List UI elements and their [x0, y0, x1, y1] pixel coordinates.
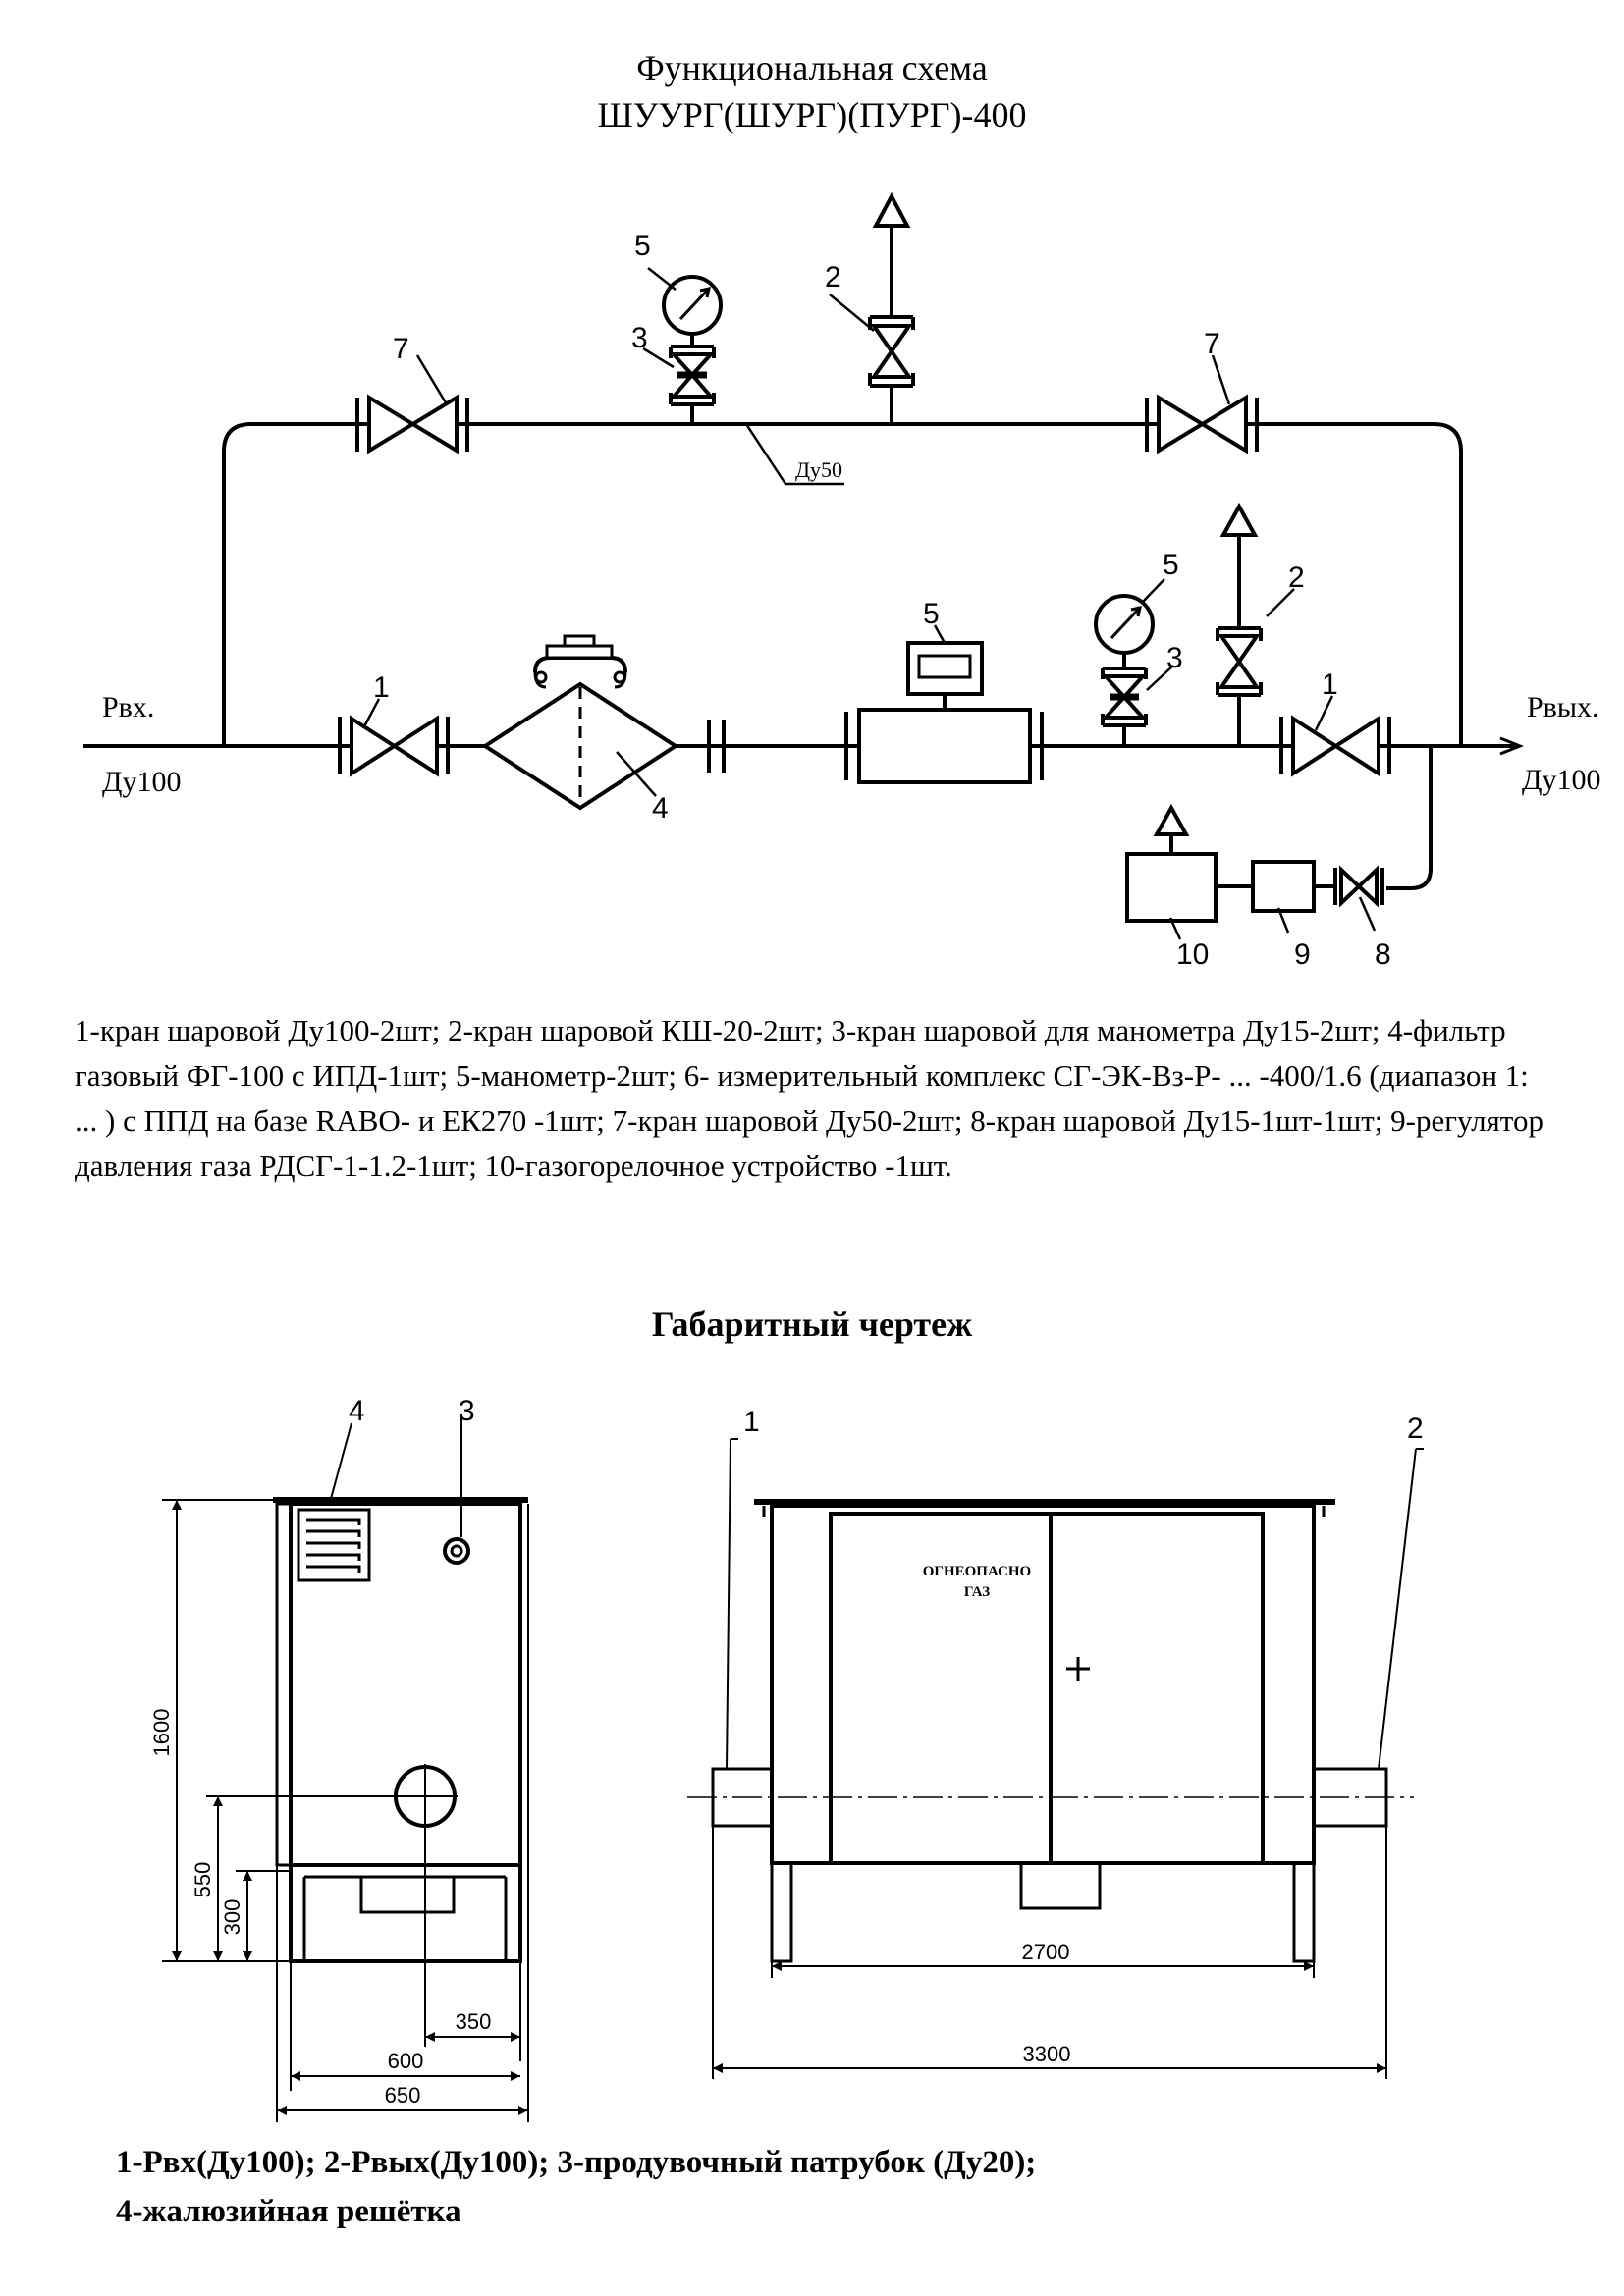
warning-sign-line2: ГАЗ [964, 1584, 990, 1600]
side-callout-4: 4 [349, 1395, 365, 1427]
dim-leg-span-2700: 2700 [1022, 1940, 1070, 1964]
callout-10: 10 [1176, 938, 1209, 971]
metering-complex-6 [844, 641, 1044, 784]
side-dimension-lines [162, 1499, 529, 2122]
outlet-arrow [1499, 736, 1525, 756]
callout-3-top: 3 [631, 322, 648, 354]
front-dimension-lines [712, 1826, 1387, 2079]
front-callout-1: 1 [743, 1406, 760, 1438]
scheme-model-title: ШУУРГ(ШУРГ)(ПУРГ)-400 [597, 95, 1027, 134]
vent-arrow-icon [1153, 803, 1190, 836]
outlet-pressure-label: Рвых. [1527, 691, 1599, 723]
leg-left [770, 1861, 793, 1963]
bypass-valve-7-left [355, 394, 469, 454]
side-view [162, 1414, 529, 2122]
callout-2-main: 2 [1288, 561, 1305, 594]
outline-legend: 1-Рвх(Ду100); 2-Рвых(Ду100); 3-продувочн… [116, 2138, 1490, 2236]
callout-1-right: 1 [1322, 668, 1338, 701]
dim-total-length-3300: 3300 [1023, 2042, 1071, 2066]
front-view-labels: 1 2 ОГНЕОПАСНО ГАЗ 2700 3300 [743, 1406, 1424, 2066]
functional-scheme [83, 191, 1525, 940]
scheme-labels: Рвх. Ду100 Рвых. Ду100 Ду50 7 5 3 2 7 1 … [102, 230, 1600, 971]
scheme-title: Функциональная схема [636, 48, 988, 87]
outline-legend-line1: 1-Рвх(Ду100); 2-Рвых(Ду100); 3-продувочн… [116, 2145, 1037, 2180]
outlet-diameter-label: Ду100 [1522, 764, 1600, 796]
callout-7-left: 7 [393, 333, 409, 365]
bypass-purge-valve-2 [868, 191, 915, 424]
outline-legend-line2: 4-жалюзийная решётка [116, 2194, 461, 2229]
gas-regulator-9 [1251, 860, 1316, 913]
side-callout-3: 3 [459, 1395, 475, 1427]
louver-grille-icon [297, 1508, 371, 1582]
vent-arrow-icon [1219, 502, 1259, 537]
callout-5-top: 5 [634, 230, 651, 262]
front-callout-2: 2 [1407, 1413, 1424, 1445]
ball-valve-8 [1326, 865, 1384, 908]
dim-height-1600: 1600 [149, 1709, 174, 1757]
callout-4-filter: 4 [652, 792, 669, 825]
inlet-pressure-label: Рвх. [102, 691, 154, 723]
gas-filter-4 [481, 634, 679, 811]
callout-9: 9 [1294, 938, 1311, 971]
bypass-pipe [222, 422, 1463, 746]
main-purge-valve-2 [1216, 502, 1263, 746]
warning-sign-line1: ОГНЕОПАСНО [923, 1564, 1031, 1579]
burner-branch-pipe [1386, 746, 1433, 890]
ball-valve-1-outlet [1279, 715, 1391, 777]
inlet-diameter-label: Ду100 [102, 766, 181, 798]
bypass-gauge-assembly [662, 275, 723, 424]
dim-base-height-300: 300 [220, 1899, 244, 1936]
leg-right [1292, 1861, 1316, 1963]
main-gauge-assembly [1094, 594, 1155, 746]
ball-valve-1-inlet [338, 715, 450, 777]
callout-5-main: 5 [1163, 549, 1179, 581]
callout-8: 8 [1375, 938, 1391, 971]
bypass-diameter-label: Ду50 [795, 457, 842, 482]
callout-5-meter: 5 [923, 598, 940, 630]
dim-total-width-650: 650 [385, 2083, 421, 2108]
callout-3-main: 3 [1166, 642, 1183, 674]
dim-inlet-height-550: 550 [190, 1862, 215, 1898]
callout-7-right: 7 [1204, 328, 1220, 360]
vent-arrow-icon [872, 191, 911, 228]
callout-2-top: 2 [825, 261, 841, 294]
dim-inlet-offset-350: 350 [456, 2009, 492, 2034]
callout-leaders [361, 267, 1377, 940]
front-view [687, 1438, 1424, 2079]
purge-nozzle-icon [443, 1537, 470, 1565]
side-view-labels: 4 3 1600 550 300 350 600 650 [149, 1395, 491, 2108]
dim-body-width-600: 600 [388, 2049, 424, 2073]
bottom-box [1019, 1861, 1102, 1910]
bypass-valve-7-right [1145, 394, 1259, 454]
burner-device-10 [1125, 852, 1218, 923]
components-legend: 1-кран шаровой Ду100-2шт; 2-кран шаровой… [75, 1013, 1543, 1183]
callout-1-left: 1 [373, 671, 390, 704]
doors-frame [829, 1512, 1265, 1865]
outline-drawing-title: Габаритный чертеж [651, 1305, 973, 1344]
